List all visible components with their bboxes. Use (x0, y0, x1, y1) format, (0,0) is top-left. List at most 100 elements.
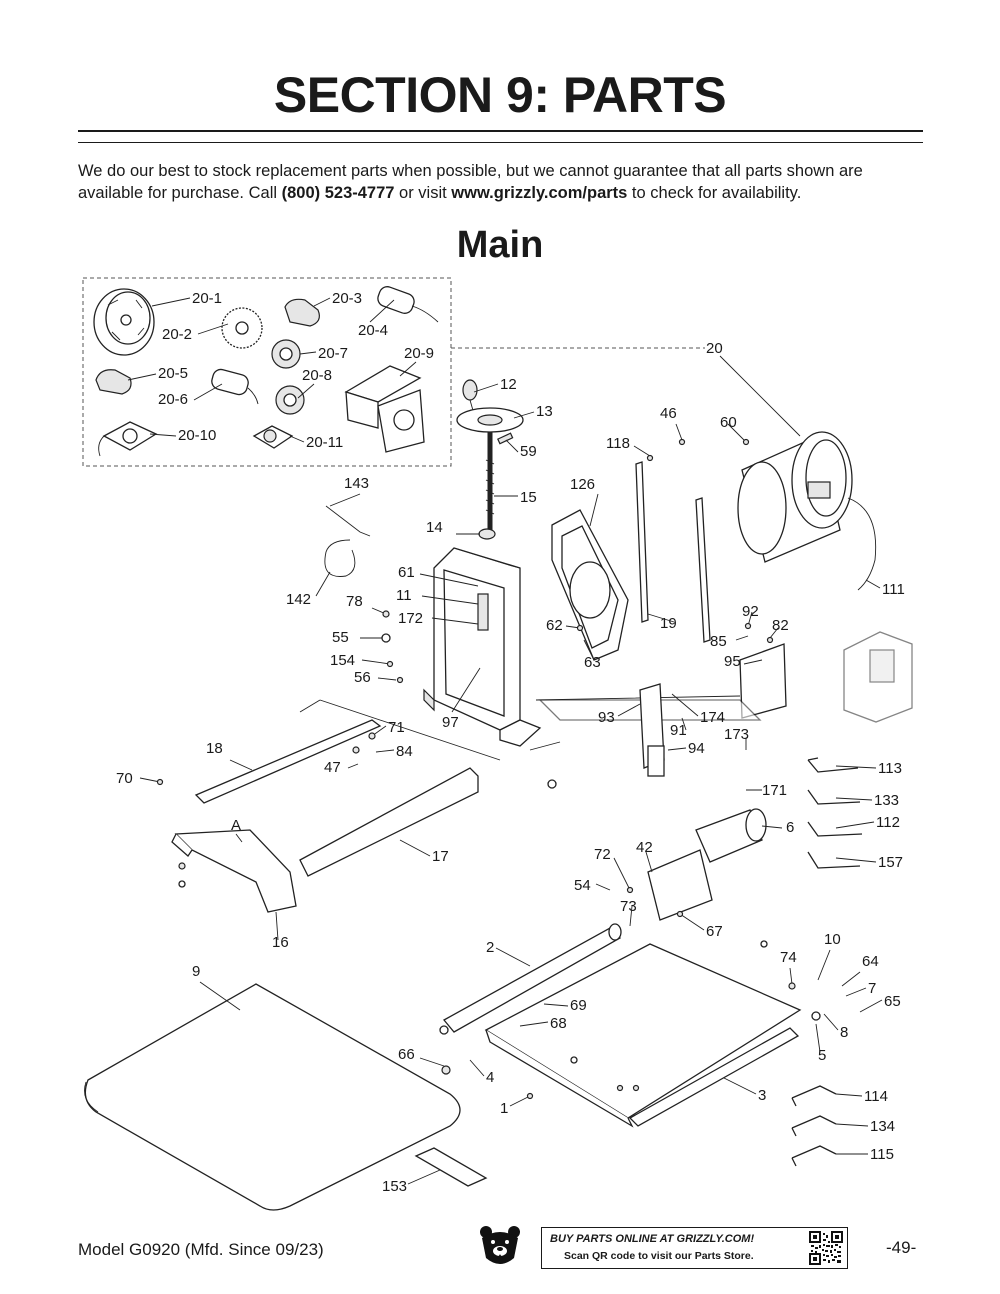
callout-label: 73 (620, 898, 637, 915)
callout-label: 78 (346, 593, 363, 610)
callout-label: 20-3 (332, 290, 362, 307)
callout-label: 20-1 (192, 290, 222, 307)
open-wrench-2-part (791, 1115, 837, 1137)
intro-text-2: or visit (394, 184, 452, 202)
base-outline (299, 695, 741, 761)
callout-label: 13 (536, 403, 553, 420)
capacitor-cover-part (284, 298, 320, 327)
callout-label: 115 (870, 1146, 894, 1163)
capacitor-part (377, 286, 439, 323)
callout-label: 70 (116, 770, 133, 787)
callout-label: 113 (878, 760, 902, 777)
callout-label: 63 (584, 654, 601, 671)
bearing-2-part (275, 385, 305, 415)
callout-label: 61 (398, 564, 415, 581)
junction-box-part (344, 365, 425, 453)
conveyor-belt-part (84, 983, 461, 1211)
callout-label: 2 (486, 939, 494, 956)
callout-label: 157 (878, 854, 903, 871)
callout-label: 17 (432, 848, 449, 865)
callout-label: 66 (398, 1046, 415, 1063)
callout-labels: 20-1 20-2 20-3 20-4 20-5 20-6 20-7 20-8 … (116, 290, 905, 1195)
callout-label: 91 (670, 722, 687, 739)
callout-label: 118 (606, 435, 630, 452)
callout-label: 11 (396, 587, 412, 604)
callout-label: 20-11 (306, 434, 343, 451)
slide-bar-1-part (635, 461, 649, 623)
callout-label: 69 (570, 997, 587, 1014)
open-wrench-3-part (791, 1145, 837, 1167)
callout-label: 15 (520, 489, 537, 506)
callout-label: 3 (758, 1087, 766, 1104)
nut-part (478, 528, 496, 540)
belt-cover-part (551, 509, 629, 661)
parts-url[interactable]: www.grizzly.com/parts (451, 184, 628, 202)
open-wrench-1-part (791, 1085, 837, 1107)
intro-text-3: to check for availability. (627, 184, 802, 202)
slide-bar-2-part (695, 497, 711, 643)
qr-code-icon[interactable] (809, 1231, 843, 1265)
callout-label: 95 (724, 653, 741, 670)
buy-online-text: BUY PARTS ONLINE AT GRIZZLY.COM! (550, 1233, 755, 1245)
callout-label: 42 (636, 839, 653, 856)
callout-label: 6 (786, 819, 794, 836)
callout-label: 60 (720, 414, 737, 431)
grizzly-bear-logo-icon (480, 1226, 520, 1264)
callout-label: 20-5 (158, 365, 188, 382)
callout-label: 173 (724, 726, 749, 743)
callout-label: 133 (874, 792, 899, 809)
motor-part (737, 431, 877, 591)
callout-label: A (231, 817, 241, 834)
callout-label: 93 (598, 709, 615, 726)
bearing-part (271, 339, 301, 369)
callout-label: 20-7 (318, 345, 348, 362)
callout-label: 47 (324, 759, 341, 776)
callout-label: 142 (286, 591, 311, 608)
callout-label: 67 (706, 923, 723, 940)
motor-plate-part (98, 421, 158, 457)
callout-label: 62 (546, 617, 563, 634)
callout-label: 20-10 (178, 427, 216, 444)
callout-label: 143 (344, 475, 369, 492)
intro-text-1: We do our best to stock replacement part… (78, 162, 863, 202)
callout-label: 65 (884, 993, 901, 1010)
callout-label: 1 (500, 1100, 508, 1117)
callout-label: 134 (870, 1118, 895, 1135)
start-capacitor-part (211, 368, 259, 405)
callout-label: 84 (396, 743, 413, 760)
callout-label: 174 (700, 709, 725, 726)
handwheel-assembly-part (456, 379, 524, 530)
callout-label: 46 (660, 405, 677, 422)
side-rail-2-part (299, 767, 479, 877)
drive-roller-part (442, 923, 622, 1033)
callout-label: 111 (882, 581, 905, 598)
callout-label: 54 (574, 877, 591, 894)
callout-label: 14 (426, 519, 443, 536)
callout-label: 9 (192, 963, 200, 980)
callout-label: 55 (332, 629, 349, 646)
callout-label: 68 (550, 1015, 567, 1032)
callout-label: 16 (272, 934, 289, 951)
leg-assembly-part (171, 829, 297, 913)
callout-label: 18 (206, 740, 223, 757)
side-rail-part (194, 719, 382, 804)
callout-label: 10 (824, 931, 841, 948)
start-capacitor-cover-part (95, 369, 132, 395)
callout-label: 20-2 (162, 326, 192, 343)
callout-label: 92 (742, 603, 759, 620)
callout-label: 154 (330, 652, 355, 669)
callout-label: 20 (706, 340, 723, 357)
callout-label: 97 (442, 714, 459, 731)
callout-label: 94 (688, 740, 705, 757)
column-part (423, 547, 542, 747)
buy-parts-online-box[interactable]: BUY PARTS ONLINE AT GRIZZLY.COM! Scan QR… (541, 1227, 848, 1269)
callout-label: 20-4 (358, 322, 388, 339)
page-title: SECTION 9: PARTS (273, 67, 727, 123)
switch-box-ghost (843, 631, 913, 723)
page-number: -49- (886, 1238, 917, 1257)
gearmotor-part (647, 808, 767, 921)
fan-cover-part (93, 288, 155, 356)
callout-label: 4 (486, 1069, 494, 1086)
callout-label: 71 (388, 719, 405, 736)
callout-label: 85 (710, 633, 727, 650)
